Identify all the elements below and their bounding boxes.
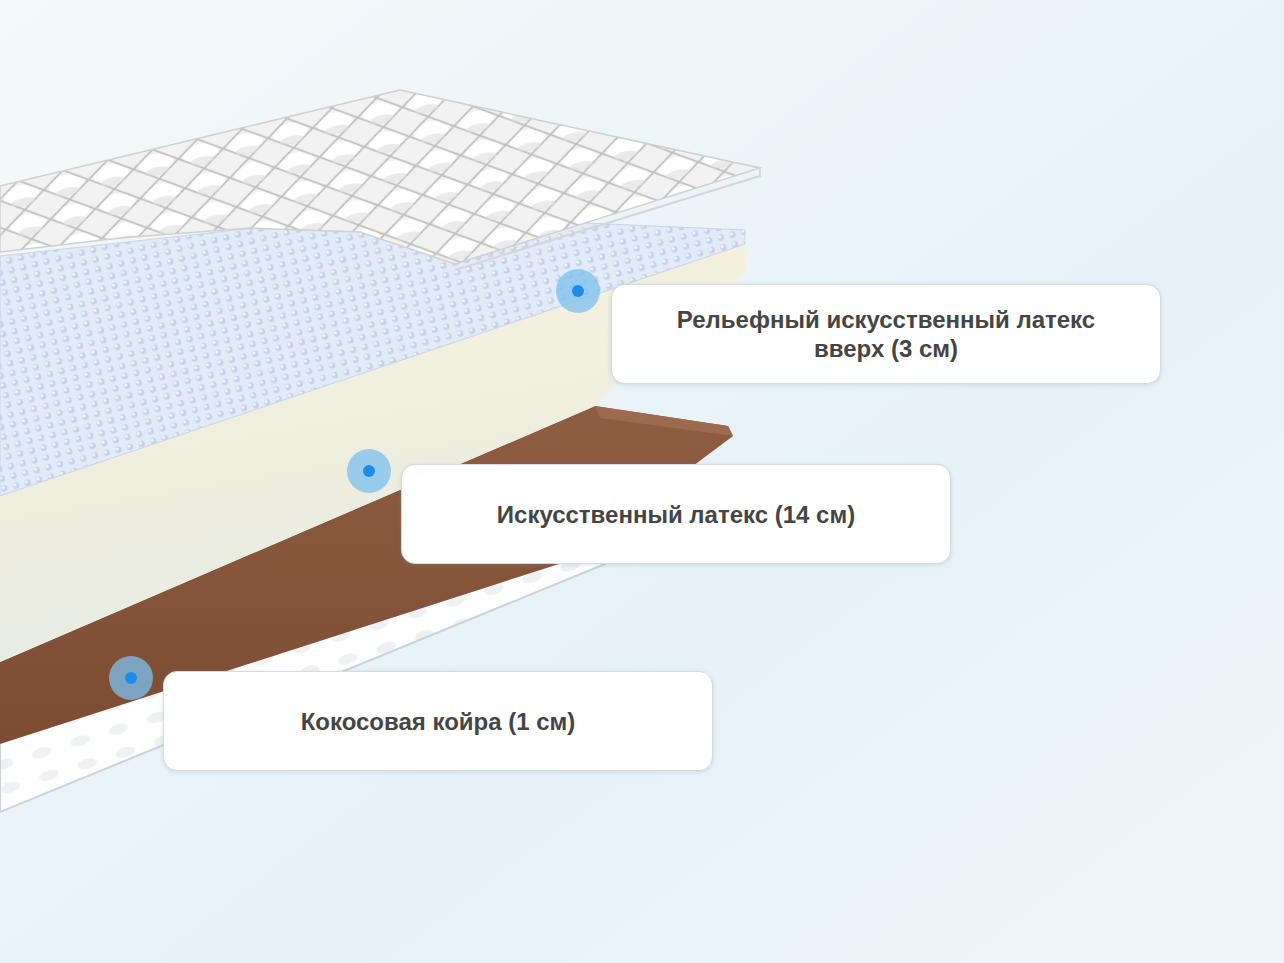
marker-halo bbox=[109, 656, 153, 700]
quilted-cover bbox=[0, 90, 760, 264]
callout-box: Кокосовая койра (1 см) bbox=[163, 671, 713, 771]
callout-label: Искусственный латекс (14 см) bbox=[497, 500, 855, 529]
marker-dot bbox=[109, 656, 153, 700]
marker-dot bbox=[556, 269, 600, 313]
marker-halo bbox=[556, 269, 600, 313]
cover-edge bbox=[455, 168, 760, 270]
callout-label: Рельефный искусственный латекс вверх (3 … bbox=[671, 305, 1101, 363]
marker-halo bbox=[347, 449, 391, 493]
callout-box: Искусственный латекс (14 см) bbox=[401, 464, 951, 564]
callout-box: Рельефный искусственный латекс вверх (3 … bbox=[611, 284, 1161, 384]
marker-core bbox=[125, 672, 137, 684]
coir-top bbox=[595, 406, 733, 436]
callout-label: Кокосовая койра (1 см) bbox=[301, 707, 576, 736]
marker-core bbox=[363, 465, 375, 477]
marker-core bbox=[572, 285, 584, 297]
marker-dot bbox=[347, 449, 391, 493]
